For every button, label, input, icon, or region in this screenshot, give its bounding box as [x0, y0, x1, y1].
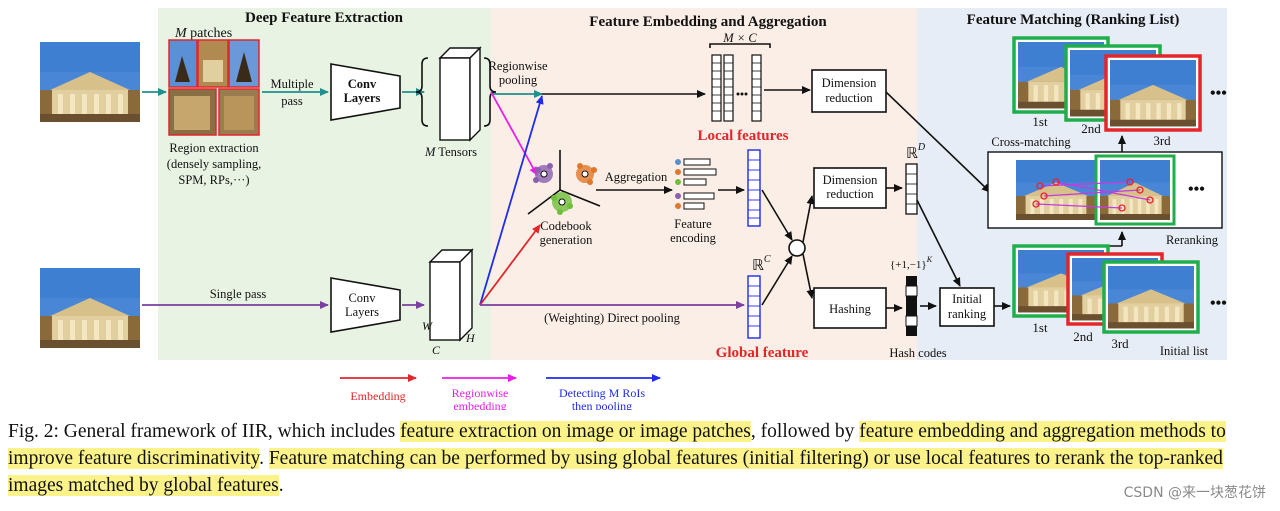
- cross-matching-ellipsis: •••: [1188, 181, 1205, 198]
- dimred-bottom-line1: Dimension: [823, 173, 879, 187]
- dim-w-label: W: [422, 319, 433, 333]
- initial-result-3: [1102, 260, 1200, 334]
- arrow-join-to-dimred: [802, 195, 815, 243]
- conv-layers-bottom: [330, 277, 401, 333]
- hash-set-label: {+1,−1}K: [890, 255, 933, 271]
- image-patches: [168, 39, 260, 136]
- arrow-global-to-join: [761, 255, 793, 306]
- caption-part1: Fig. 2: General framework of IIR, which …: [8, 421, 401, 442]
- feature-encoding-line2: encoding: [670, 231, 717, 245]
- codebook-line1: Codebook: [540, 219, 592, 233]
- aggregation-label: Aggregation: [605, 170, 668, 184]
- conv-top-line2: Layers: [344, 91, 381, 105]
- legend-regionwise-line1: Regionwise: [452, 386, 509, 400]
- initial-label-3rd: 3rd: [1111, 336, 1129, 351]
- hash-code-bits: [905, 276, 918, 336]
- arrow-embedding: [479, 224, 541, 306]
- cross-matching-label: Cross-matching: [991, 135, 1071, 149]
- legend-embedding-label: Embedding: [350, 389, 405, 403]
- m-tensors-label: M Tensors: [424, 145, 477, 159]
- panel-title-extraction: Deep Feature Extraction: [245, 10, 404, 26]
- arrow-detecting-rois: [479, 95, 544, 306]
- aggregated-vector: [747, 149, 761, 227]
- legend-regionwise-line2: embedding: [453, 399, 506, 410]
- global-feature-label: Global feature: [716, 345, 809, 361]
- initial-ranking-line1: Initial: [952, 292, 982, 306]
- legend-detecting-line2: then pooling: [572, 399, 632, 410]
- rd-label: ℝD: [906, 142, 926, 162]
- rc-label: ℝC: [752, 254, 771, 274]
- caption-highlight-1: feature extraction on image or image pat…: [400, 421, 751, 442]
- initial-ranking-box: [939, 287, 995, 327]
- mxc-label: M × C: [722, 31, 757, 45]
- conv-bottom-line1: Conv: [348, 291, 376, 305]
- arrow-dimred-to-crossmatch: [885, 91, 991, 193]
- patches-label: M patches: [174, 26, 232, 41]
- regionwise-pooling-line1: Regionwise: [488, 59, 547, 73]
- reranked-ellipsis: •••: [1210, 85, 1227, 102]
- query-image-top: [40, 42, 140, 122]
- dim-c-label: C: [432, 343, 441, 357]
- multiple-pass-line2: pass: [281, 94, 303, 108]
- feature-encoding-bars: [675, 158, 717, 210]
- legend-detecting-line1: Detecting M RoIs: [559, 386, 645, 400]
- weighting-direct-pooling: (Weighting) Direct pooling: [544, 311, 681, 325]
- local-feature-vectors: [711, 54, 762, 122]
- iir-framework-diagram: Deep Feature Extraction Feature Embeddin…: [40, 8, 1227, 410]
- initial-list-label: Initial list: [1160, 344, 1209, 358]
- dimred-top-line1: Dimension: [822, 76, 878, 90]
- query-image-bottom: [40, 268, 140, 348]
- figure-caption: Fig. 2: General framework of IIR, which …: [8, 418, 1270, 499]
- feature-encoding-line1: Feature: [674, 217, 712, 231]
- join-node: [788, 239, 806, 257]
- hashing-label: Hashing: [829, 302, 871, 316]
- dimred-top-line2: reduction: [825, 91, 873, 105]
- dim-h-label: H: [465, 331, 476, 345]
- single-tensor: [428, 248, 474, 342]
- region-extraction-line2: (densely sampling,: [167, 157, 261, 171]
- reranked-label-1st: 1st: [1032, 114, 1048, 129]
- reranked-label-3rd: 3rd: [1153, 133, 1171, 148]
- arrow-join-to-hashing: [802, 253, 815, 299]
- region-extraction-line3: SPM, RPs,···): [178, 173, 249, 187]
- rd-vector: [905, 163, 918, 215]
- local-features-label: Local features: [698, 128, 789, 144]
- region-extraction-line1: Region extraction: [169, 141, 259, 155]
- caption-part4: .: [278, 475, 284, 496]
- initial-label-1st: 1st: [1032, 320, 1048, 335]
- initial-label-2nd: 2nd: [1073, 329, 1093, 344]
- caption-part2: , followed by: [750, 421, 860, 442]
- cross-matching-query: [1016, 160, 1096, 220]
- m-tensors-stack: [415, 46, 497, 142]
- conv-top-line1: Conv: [348, 77, 377, 91]
- hash-codes-label: Hash codes: [889, 346, 946, 360]
- arrow-aggregated-to-join: [761, 189, 793, 241]
- arrow-regionwise-embedding: [490, 91, 538, 176]
- conv-layers-top: [330, 63, 401, 121]
- initial-ellipsis: •••: [1210, 295, 1227, 312]
- single-pass-label: Single pass: [210, 287, 267, 301]
- reranked-result-3: [1104, 54, 1202, 132]
- dimred-bottom-line2: reduction: [826, 187, 874, 201]
- global-vector: [747, 275, 761, 339]
- panel-title-embedding: Feature Embedding and Aggregation: [589, 14, 827, 30]
- csdn-watermark: CSDN @来一块葱花饼: [1123, 485, 1266, 501]
- codebook-line2: generation: [540, 233, 594, 247]
- dimension-reduction-bottom: [813, 167, 887, 209]
- initial-ranking-line2: ranking: [948, 307, 987, 321]
- arrow-rd-to-initial-ranking: [916, 199, 961, 287]
- reranking-label: Reranking: [1166, 233, 1219, 247]
- reranked-label-2nd: 2nd: [1081, 121, 1101, 136]
- multiple-pass-line1: Multiple: [270, 77, 314, 91]
- conv-bottom-line2: Layers: [345, 305, 379, 319]
- caption-part3: .: [259, 448, 269, 469]
- regionwise-pooling-line2: pooling: [499, 73, 538, 87]
- codebook-clusters: [527, 150, 601, 215]
- dimension-reduction-top: [811, 69, 887, 113]
- panel-title-matching: Feature Matching (Ranking List): [967, 12, 1180, 28]
